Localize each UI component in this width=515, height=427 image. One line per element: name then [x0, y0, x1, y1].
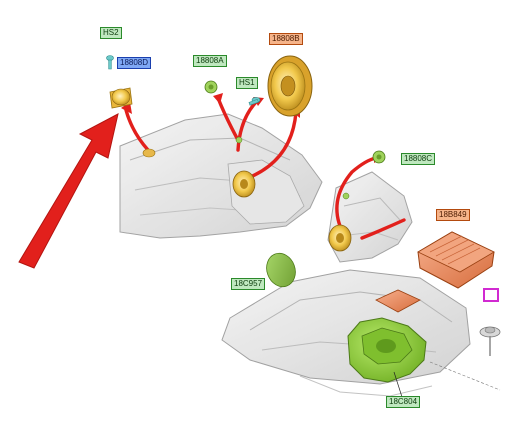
- pad-18c957: [266, 252, 296, 288]
- label-18b849: 18B849: [436, 209, 470, 221]
- label-18808d: 18808D: [117, 57, 152, 69]
- door-speaker-18808b: [267, 55, 313, 117]
- label-18808c: 18808C: [401, 153, 436, 165]
- front-door-speaker-mounted: [232, 170, 256, 198]
- dash-tweeter-small: [142, 148, 156, 158]
- amplifier-18b849: [417, 231, 495, 289]
- label-18808b: 18808B: [269, 33, 303, 45]
- screw-hs2: [106, 55, 114, 70]
- label-18808a: 18808A: [193, 55, 227, 67]
- large-red-arrow-icon: [18, 113, 119, 269]
- front-door-tweeter-mounted: [235, 136, 243, 144]
- label-hs2: HS2: [100, 27, 122, 39]
- label-18c957: 18C957: [231, 278, 266, 290]
- tweeter-speaker-18808a: [204, 80, 218, 94]
- amplifier-mounted: [375, 289, 421, 313]
- subwoofer-18c804: [347, 317, 427, 383]
- tweeter-speaker-18808c: [372, 150, 386, 164]
- leader-line-18c804: [393, 371, 403, 398]
- label-18c804: 18C804: [386, 396, 421, 408]
- screw-hs1: [248, 97, 261, 106]
- rear-door-tweeter-mounted: [342, 192, 350, 200]
- bolt-part: [479, 326, 501, 356]
- tweeter-speaker-18808d: [109, 87, 133, 109]
- tool-symbol-frame: [483, 288, 499, 302]
- rear-door-speaker-mounted: [328, 224, 352, 252]
- label-hs1: HS1: [236, 77, 258, 89]
- dashed-guide: [429, 361, 501, 391]
